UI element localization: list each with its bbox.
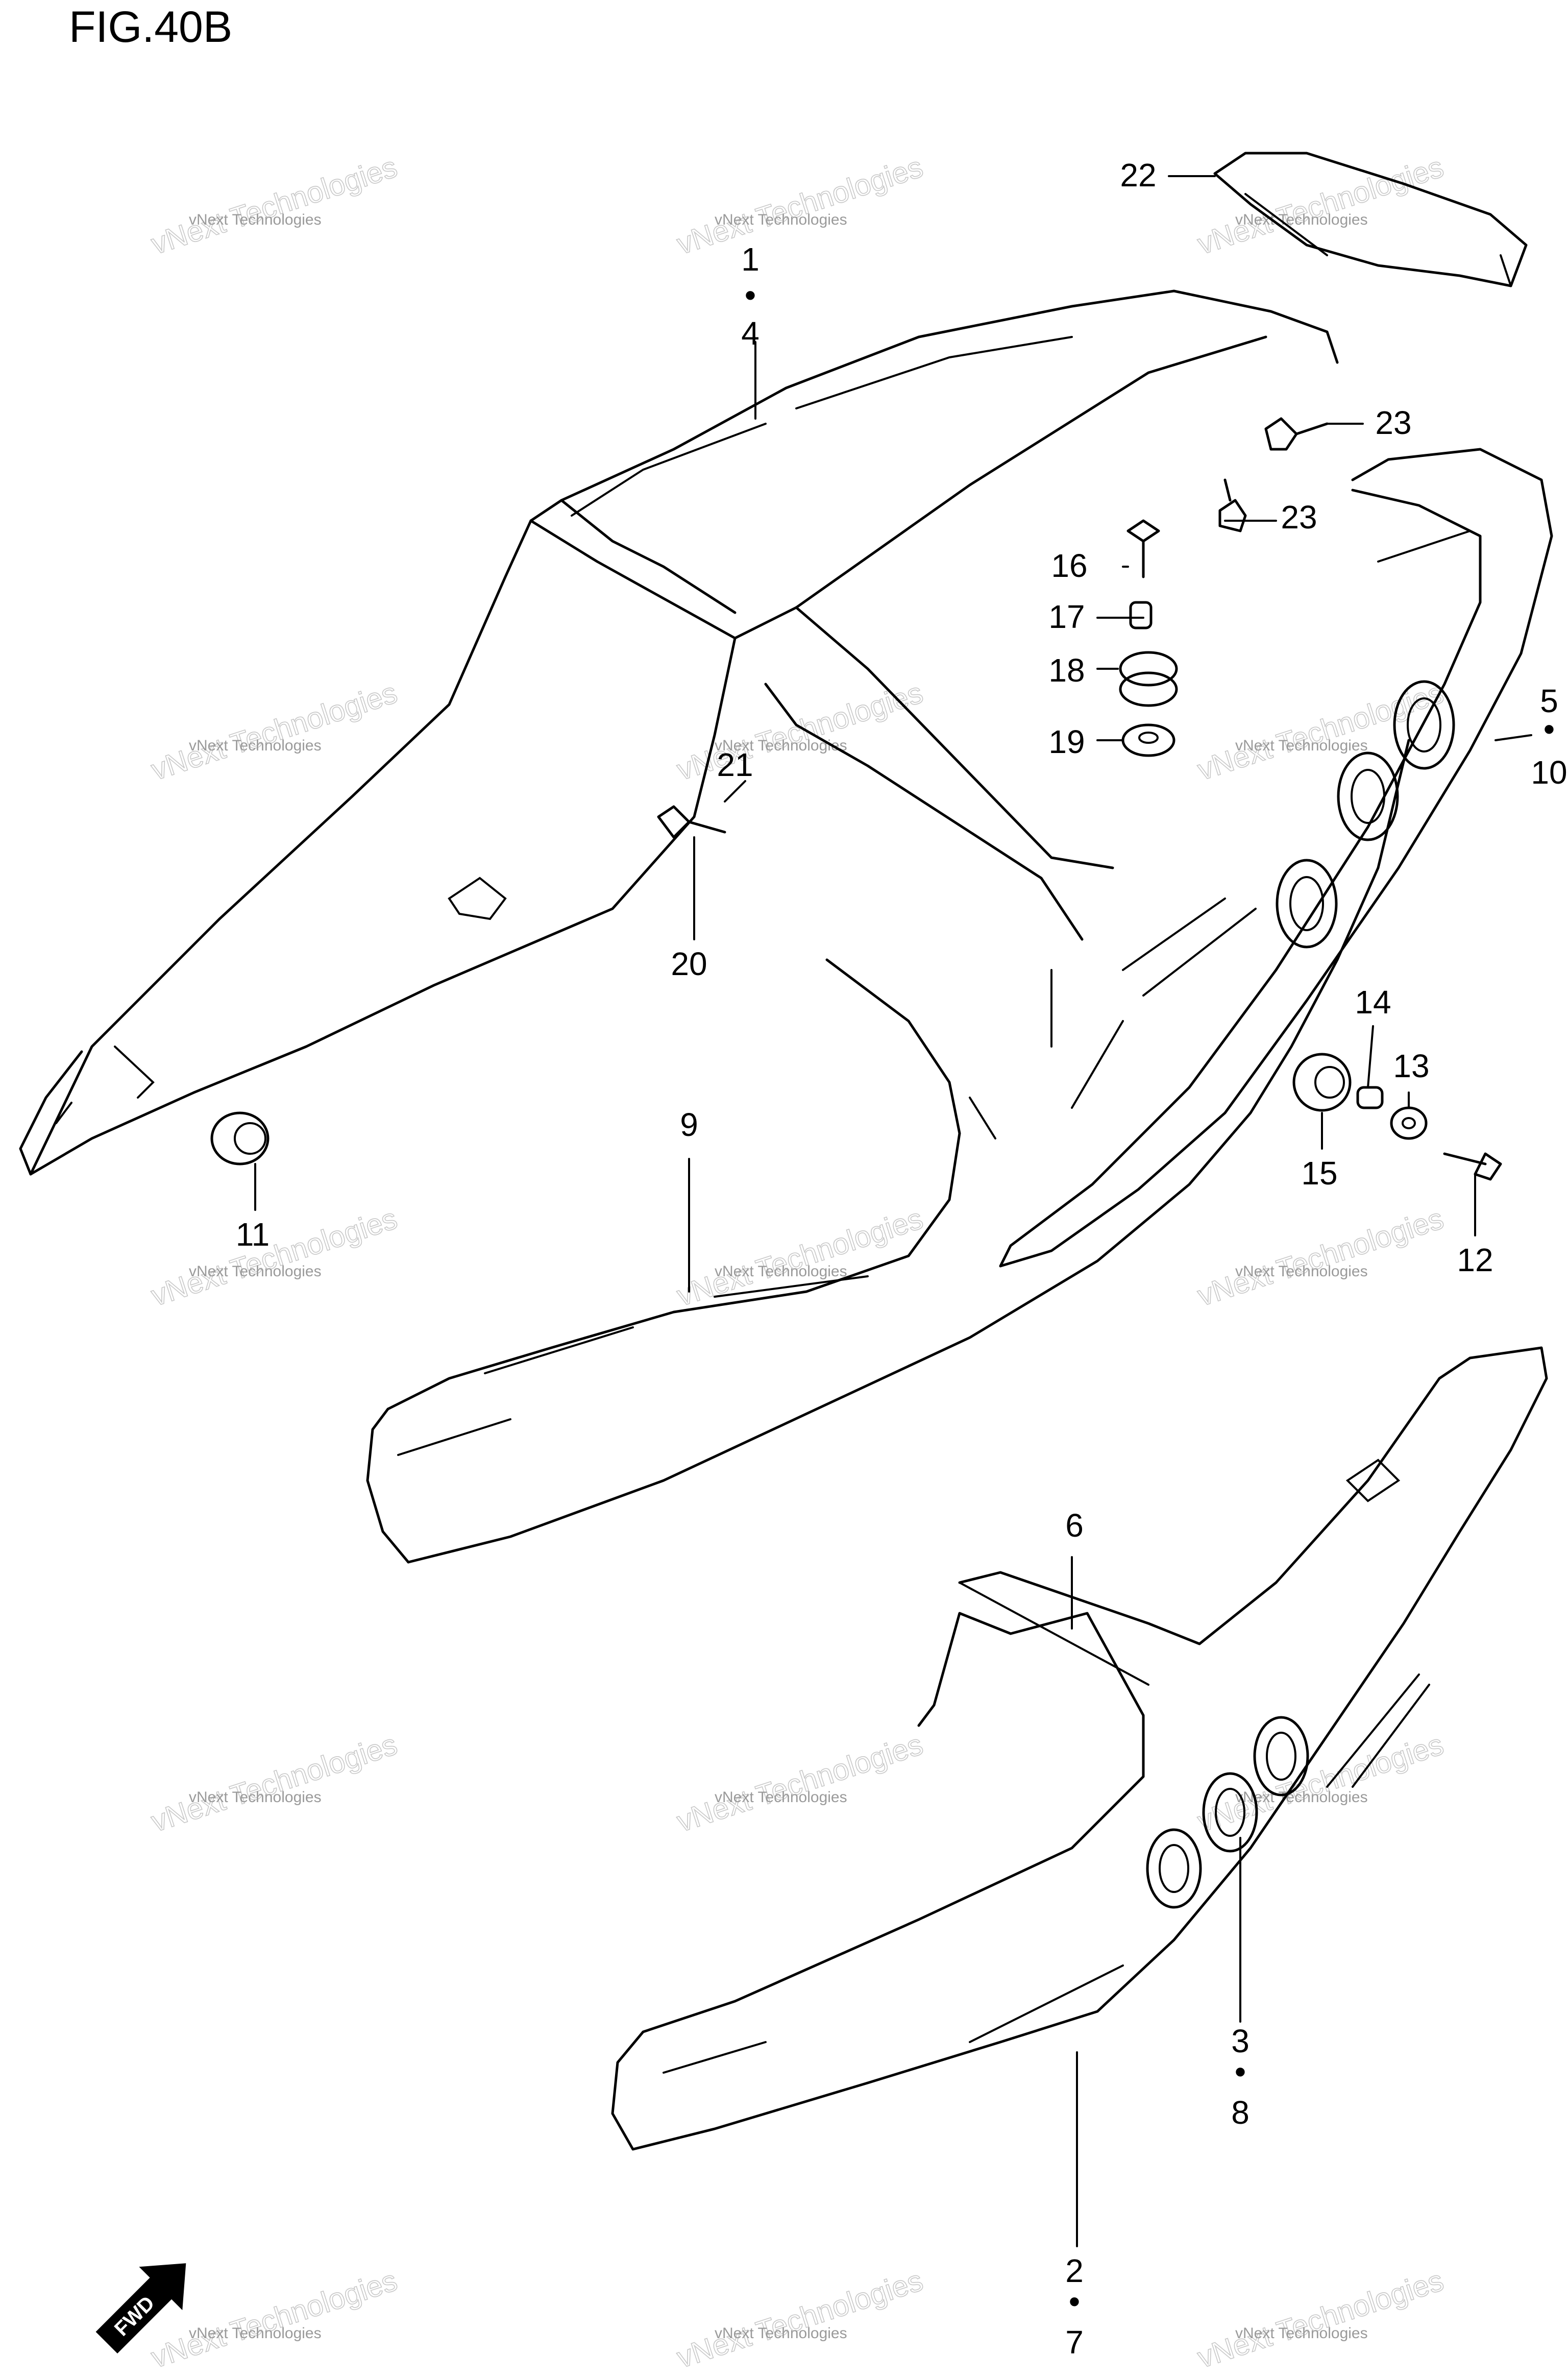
watermark-big: vNext Technologies — [673, 676, 926, 787]
callout-2-7-a: 2 — [1065, 2252, 1084, 2289]
seat-cowl-cap — [1213, 152, 1528, 287]
watermark-big: vNext Technologies — [673, 150, 926, 261]
watermark-small: vNext Technologies — [189, 2325, 322, 2342]
watermark-small: vNext Technologies — [1235, 1263, 1368, 1280]
callout-14: 14 — [1355, 984, 1391, 1021]
callout-18: 18 — [1048, 652, 1085, 689]
watermark-small: vNext Technologies — [1235, 737, 1368, 754]
callout-3-8-dot: • — [1235, 2053, 1246, 2090]
watermark-big: vNext Technologies — [1193, 150, 1447, 261]
callout-5-10-a: 5 — [1540, 683, 1558, 719]
watermark-big: vNext Technologies — [147, 150, 401, 261]
watermark-small: vNext Technologies — [1235, 2325, 1368, 2342]
callout-23a: 23 — [1375, 404, 1411, 441]
watermark-big: vNext Technologies — [1193, 2264, 1447, 2374]
watermark-small: vNext Technologies — [189, 1789, 322, 1806]
callout-2-7-b: 7 — [1065, 2324, 1084, 2361]
watermark-big: vNext Technologies — [147, 2264, 401, 2374]
callouts: 1 • 4 22 23 23 16 17 18 19 5 • 10 21 20 … — [236, 157, 1567, 2361]
callout-2-7-dot: • — [1069, 2283, 1080, 2320]
callout-9: 9 — [680, 1106, 698, 1143]
watermark-small: vNext Technologies — [189, 211, 322, 228]
callout-22: 22 — [1120, 157, 1156, 193]
callout-21: 21 — [717, 746, 753, 783]
callout-23b: 23 — [1281, 499, 1317, 536]
callout-5-10-dot: • — [1544, 711, 1555, 747]
callout-1-4-a: 1 — [741, 241, 760, 278]
side-cover-left-lower — [611, 1346, 1548, 2151]
watermark-small: vNext Technologies — [1235, 211, 1368, 228]
watermark-big: vNext Technologies — [147, 1728, 401, 1838]
callout-1-4-dot: • — [745, 277, 756, 313]
callout-6: 6 — [1065, 1507, 1084, 1544]
watermark-small: vNext Technologies — [189, 1263, 322, 1280]
watermark-big: vNext Technologies — [673, 2264, 926, 2374]
watermark-small: vNext Technologies — [1235, 1789, 1368, 1806]
watermark-small: vNext Technologies — [715, 1263, 847, 1280]
watermark-big: vNext Technologies — [673, 1202, 926, 1313]
callout-16: 16 — [1051, 547, 1087, 584]
callout-12: 12 — [1457, 1242, 1493, 1278]
watermark-layer: vNext Technologies vNext Technologies vNex… — [147, 150, 1448, 2375]
callout-3-8-a: 3 — [1231, 2023, 1250, 2059]
callout-19: 19 — [1048, 723, 1085, 760]
watermark-small: vNext Technologies — [715, 211, 847, 228]
callout-17: 17 — [1048, 598, 1085, 635]
callout-5-10-b: 10 — [1531, 754, 1567, 791]
callout-11: 11 — [236, 1216, 270, 1253]
side-cover-right-upper — [999, 448, 1553, 1268]
callout-1-4-b: 4 — [741, 315, 760, 352]
callout-3-8-b: 8 — [1231, 2094, 1250, 2131]
tail-cowl-upper — [19, 289, 1410, 1564]
leader-lines — [254, 175, 1532, 2247]
watermark-big: vNext Technologies — [147, 1202, 401, 1313]
watermark-small: vNext Technologies — [189, 737, 322, 754]
watermark-big: vNext Technologies — [1193, 676, 1447, 787]
callout-15: 15 — [1301, 1155, 1337, 1192]
figure-title: FIG.40B — [69, 3, 232, 52]
watermark-big: vNext Technologies — [147, 676, 401, 787]
watermark-big: vNext Technologies — [1193, 1202, 1447, 1313]
callout-20: 20 — [671, 945, 707, 982]
watermark-big: vNext Technologies — [673, 1728, 926, 1838]
callout-13: 13 — [1393, 1048, 1429, 1084]
watermark-small: vNext Technologies — [715, 2325, 847, 2342]
watermark-small: vNext Technologies — [715, 1789, 847, 1806]
